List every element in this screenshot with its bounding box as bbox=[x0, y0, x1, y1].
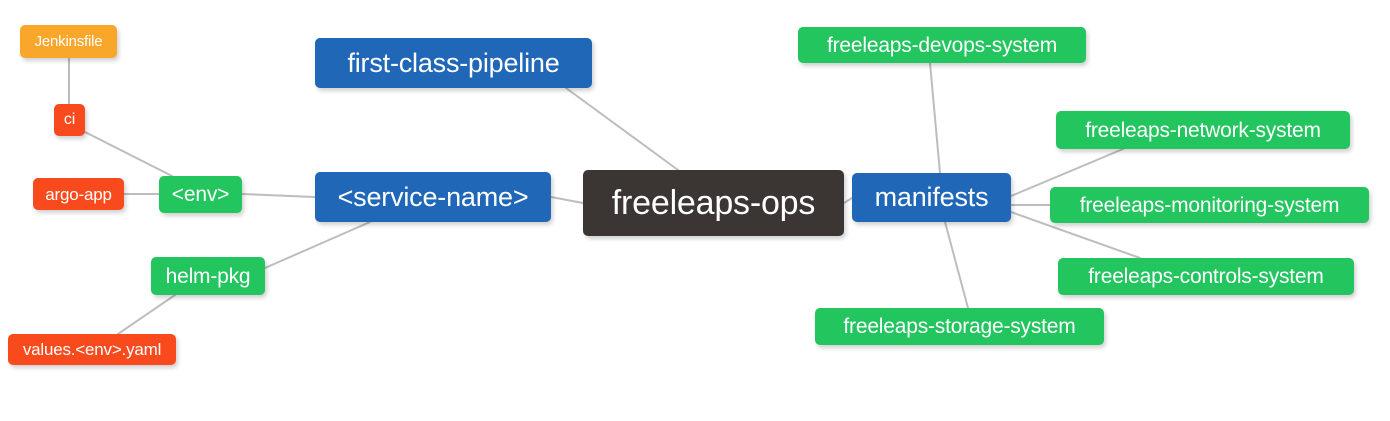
node-label-service-name: <service-name> bbox=[337, 181, 529, 212]
edge-manifests-to-freeleaps-storage-system bbox=[944, 221, 969, 309]
node-label-values-env-yaml: values.<env>.yaml bbox=[22, 340, 162, 359]
node-service-name[interactable]: <service-name> bbox=[315, 172, 551, 222]
node-label-env: <env> bbox=[171, 183, 230, 206]
edge-helm-pkg-to-values-env-yaml bbox=[117, 294, 176, 335]
node-label-freeleaps-network-system: freeleaps-network-system bbox=[1085, 118, 1321, 142]
node-label-freeleaps-devops-system: freeleaps-devops-system bbox=[827, 33, 1057, 57]
node-label-manifests: manifests bbox=[874, 182, 989, 212]
node-freeleaps-storage-system[interactable]: freeleaps-storage-system bbox=[815, 308, 1104, 345]
node-label-ci: ci bbox=[63, 111, 76, 128]
node-label-jenkinsfile: Jenkinsfile bbox=[34, 33, 103, 50]
node-freeleaps-monitoring-system[interactable]: freeleaps-monitoring-system bbox=[1050, 187, 1369, 223]
node-label-freeleaps-storage-system: freeleaps-storage-system bbox=[843, 315, 1076, 338]
node-freeleaps-network-system[interactable]: freeleaps-network-system bbox=[1056, 111, 1350, 149]
node-freeleaps-controls-system[interactable]: freeleaps-controls-system bbox=[1058, 258, 1354, 295]
node-values-env-yaml[interactable]: values.<env>.yaml bbox=[8, 334, 176, 365]
edge-freeleaps-ops-to-first-class-pipeline bbox=[565, 87, 679, 171]
node-first-class-pipeline[interactable]: first-class-pipeline bbox=[315, 38, 592, 88]
edge-service-name-to-helm-pkg bbox=[264, 221, 371, 269]
node-env[interactable]: <env> bbox=[159, 176, 242, 213]
edge-freeleaps-ops-to-manifests bbox=[843, 197, 853, 204]
node-argo-app[interactable]: argo-app bbox=[33, 178, 124, 210]
edge-env-to-ci bbox=[84, 131, 173, 177]
node-freeleaps-ops[interactable]: freeleaps-ops bbox=[583, 170, 844, 236]
node-ci[interactable]: ci bbox=[54, 104, 85, 136]
node-label-freeleaps-controls-system: freeleaps-controls-system bbox=[1088, 265, 1324, 288]
edge-service-name-to-env bbox=[241, 193, 316, 198]
node-manifests[interactable]: manifests bbox=[852, 173, 1011, 222]
edge-manifests-to-freeleaps-devops-system bbox=[929, 62, 941, 174]
node-label-freeleaps-ops: freeleaps-ops bbox=[611, 184, 816, 222]
node-label-helm-pkg: helm-pkg bbox=[165, 264, 251, 288]
node-label-freeleaps-monitoring-system: freeleaps-monitoring-system bbox=[1079, 193, 1340, 217]
node-label-argo-app: argo-app bbox=[45, 184, 112, 204]
node-label-first-class-pipeline: first-class-pipeline bbox=[347, 47, 560, 78]
node-jenkinsfile[interactable]: Jenkinsfile bbox=[20, 25, 117, 58]
node-freeleaps-devops-system[interactable]: freeleaps-devops-system bbox=[798, 27, 1086, 63]
node-helm-pkg[interactable]: helm-pkg bbox=[151, 257, 265, 295]
edge-freeleaps-ops-to-service-name bbox=[550, 196, 584, 204]
